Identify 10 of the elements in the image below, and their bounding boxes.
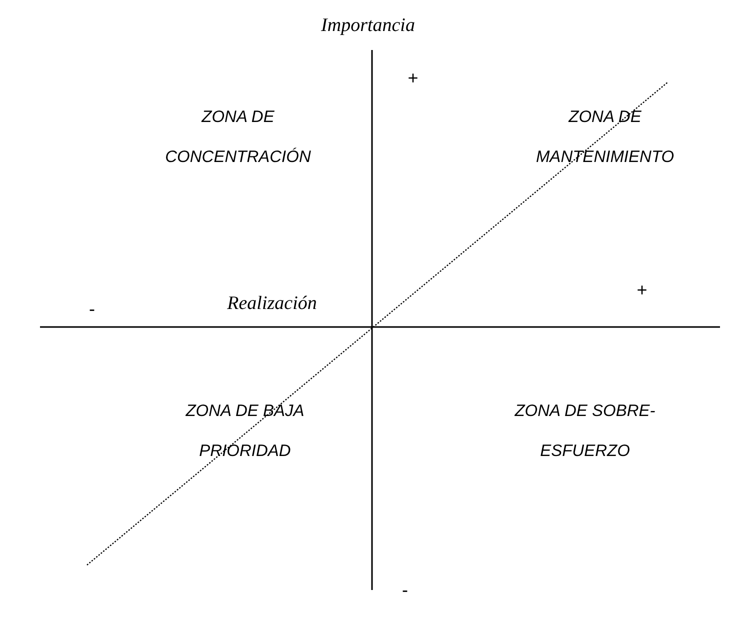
- quadrant-label: ZONA DE CONCENTRACIÓN: [165, 108, 311, 166]
- quadrant-label: ZONA DE MANTENIMIENTO: [536, 108, 674, 166]
- axis-label: Realización: [227, 293, 317, 314]
- axis-label: Importancia: [321, 15, 415, 36]
- minus-sign: -: [89, 299, 95, 319]
- plus-sign: +: [408, 68, 418, 88]
- plus-sign: +: [636, 280, 648, 300]
- quadrant-label: ZONA DE BAJA PRIORIDAD: [186, 402, 304, 460]
- quadrant-label: ZONA DE SOBRE-ESFUERZO: [514, 402, 656, 460]
- minus-sign: -: [402, 580, 408, 600]
